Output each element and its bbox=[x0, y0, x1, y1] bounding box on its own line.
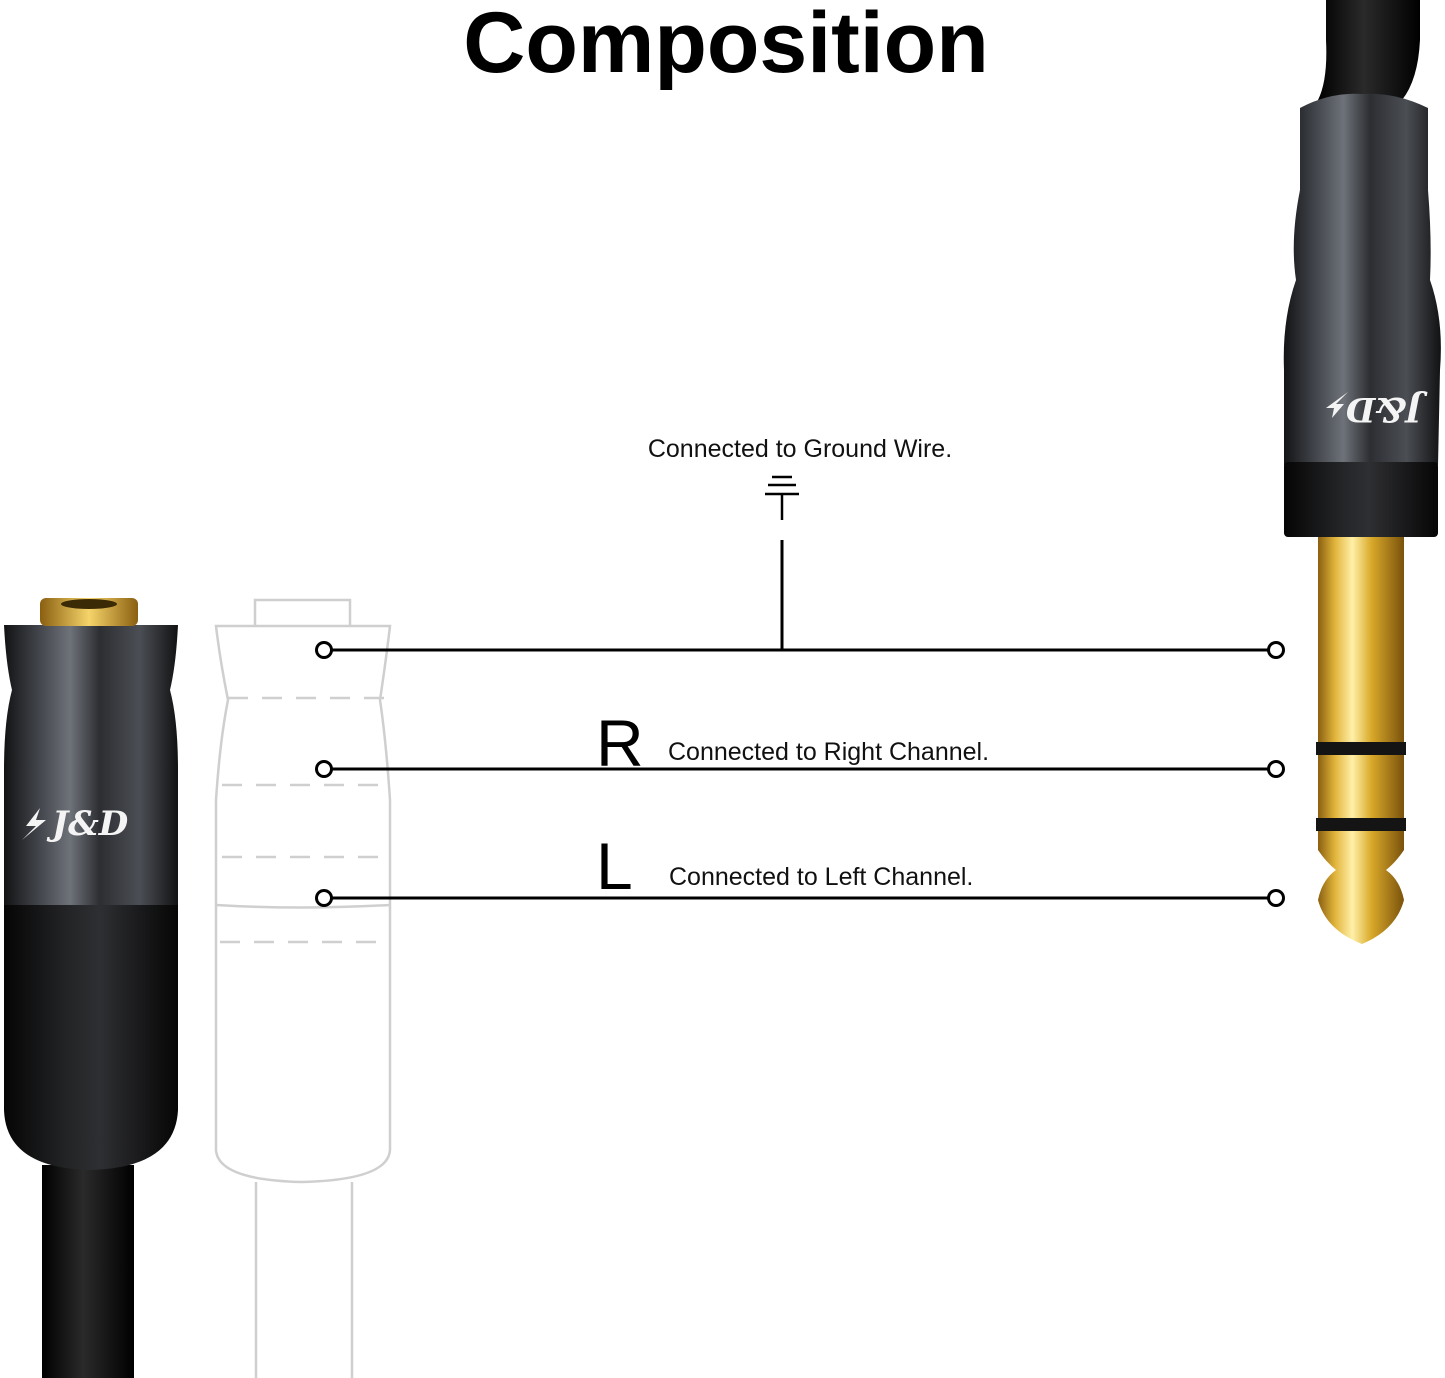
connection-terminals bbox=[315, 641, 1285, 907]
ground-symbol-icon bbox=[765, 475, 799, 520]
male-plug: J&D bbox=[1283, 0, 1441, 944]
female-jack: J&D bbox=[4, 598, 178, 1378]
lightning-bolt-icon bbox=[22, 808, 46, 840]
female-jack-logo: J&D bbox=[22, 804, 129, 844]
left-terminal-left bbox=[315, 889, 333, 907]
male-plug-collar bbox=[1284, 462, 1438, 537]
outline-body bbox=[214, 624, 392, 1184]
male-plug-body bbox=[1283, 93, 1441, 466]
ground-terminal-left bbox=[315, 641, 333, 659]
left-channel-letter: L bbox=[596, 829, 633, 903]
outline-contact-dividers bbox=[220, 696, 388, 944]
male-plug-cable bbox=[1318, 0, 1420, 100]
left-channel-label: Connected to Left Channel. bbox=[669, 863, 973, 891]
male-plug-logo: J&D bbox=[1326, 389, 1428, 429]
female-jack-body bbox=[4, 625, 178, 905]
female-jack-logo-text: J&D bbox=[46, 804, 129, 844]
male-plug-insulator-2 bbox=[1316, 818, 1406, 831]
outline-socket-top bbox=[253, 598, 352, 626]
ground-label: Connected to Ground Wire. bbox=[648, 435, 952, 463]
right-channel-letter: R bbox=[596, 706, 644, 780]
right-channel-label: Connected to Right Channel. bbox=[668, 738, 989, 766]
female-jack-sleeve bbox=[4, 905, 178, 1170]
ground-terminal-right bbox=[1267, 641, 1285, 659]
connection-lines bbox=[324, 540, 1276, 900]
male-plug-gold-ring bbox=[1318, 755, 1404, 825]
male-plug-gold-tip bbox=[1318, 831, 1404, 944]
lightning-bolt-icon bbox=[1326, 392, 1348, 418]
outline-sleeve-line bbox=[215, 903, 391, 909]
male-plug-insulator-1 bbox=[1316, 742, 1406, 755]
page-title: Composition bbox=[463, 0, 989, 91]
female-jack-socket-hole bbox=[61, 599, 117, 609]
male-plug-gold-sleeve bbox=[1318, 537, 1404, 752]
male-plug-logo-text: J&D bbox=[1345, 389, 1428, 429]
female-jack-cable bbox=[42, 1165, 134, 1378]
jack-outline-sketch bbox=[214, 598, 392, 1378]
right-terminal-right bbox=[1267, 760, 1285, 778]
left-terminal-right bbox=[1267, 889, 1285, 907]
outline-cable bbox=[254, 1182, 354, 1378]
right-terminal-left bbox=[315, 760, 333, 778]
